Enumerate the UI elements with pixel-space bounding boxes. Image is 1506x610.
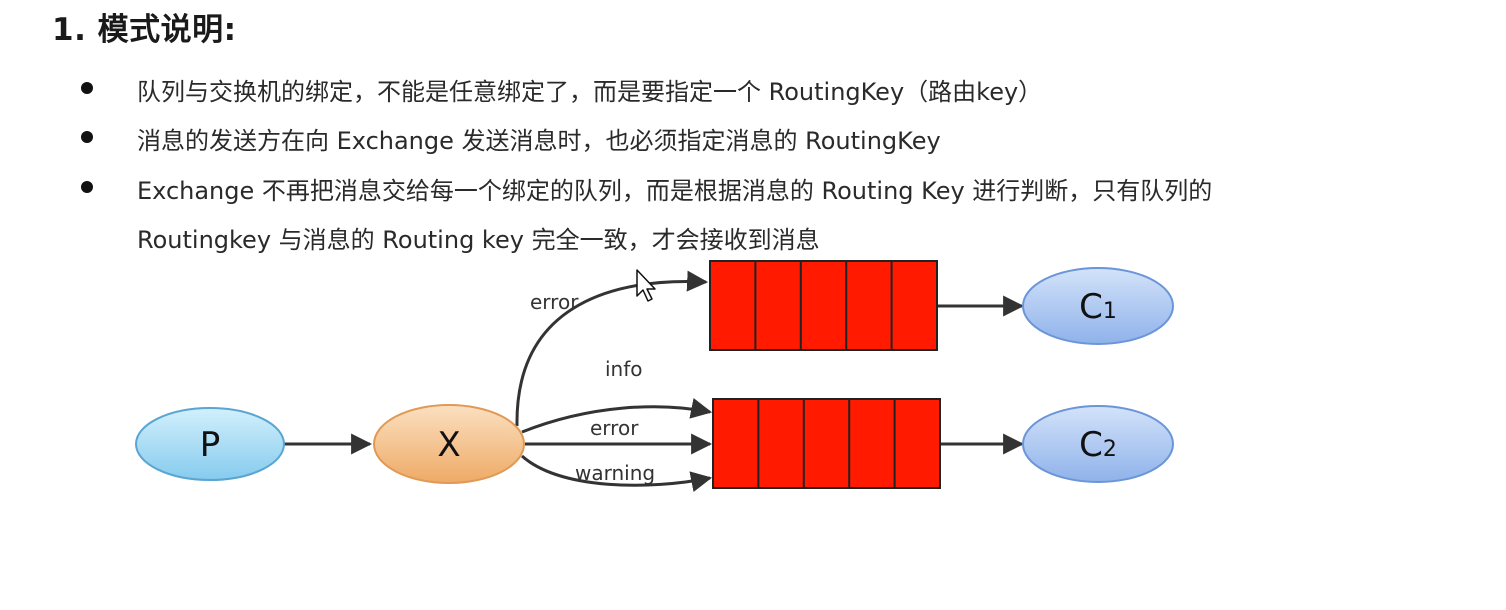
route-label-q1-error: error — [530, 290, 579, 314]
consumer-1-node — [1022, 267, 1174, 345]
producer-node — [135, 407, 285, 481]
arrow-x-to-queue2-info — [521, 398, 713, 434]
route-label-q2-error: error — [590, 416, 639, 440]
producer-label: P — [200, 425, 221, 465]
arrow-x-to-queue2-warning — [521, 454, 713, 492]
consumer-1-label: C1 — [1079, 287, 1117, 327]
route-label-q2-info: info — [605, 357, 643, 381]
bullet-text-1: 队列与交换机的绑定，不能是任意绑定了，而是要指定一个 RoutingKey（路由… — [137, 78, 1043, 106]
mouse-cursor-icon — [636, 269, 656, 302]
bullet-text-2: 消息的发送方在向 Exchange 发送消息时，也必须指定消息的 Routing… — [137, 127, 941, 155]
bullet-dot — [81, 82, 93, 94]
queue-1 — [709, 260, 938, 351]
bullet-text-3: Exchange 不再把消息交给每一个绑定的队列，而是根据消息的 Routing… — [137, 177, 1213, 205]
bullet-dot — [81, 131, 93, 143]
bullet-text-3-continued: Routingkey 与消息的 Routing key 完全一致，才会接收到消息 — [137, 226, 820, 254]
page-title: 1. 模式说明: — [52, 12, 237, 48]
arrow-x-to-queue1-error — [515, 270, 709, 427]
bullet-dot — [81, 181, 93, 193]
queue-2 — [712, 398, 941, 489]
exchange-node — [373, 404, 525, 484]
exchange-label: X — [437, 425, 460, 465]
consumer-2-node — [1022, 405, 1174, 483]
route-label-q2-warning: warning — [575, 461, 655, 485]
consumer-2-label: C2 — [1079, 425, 1117, 465]
